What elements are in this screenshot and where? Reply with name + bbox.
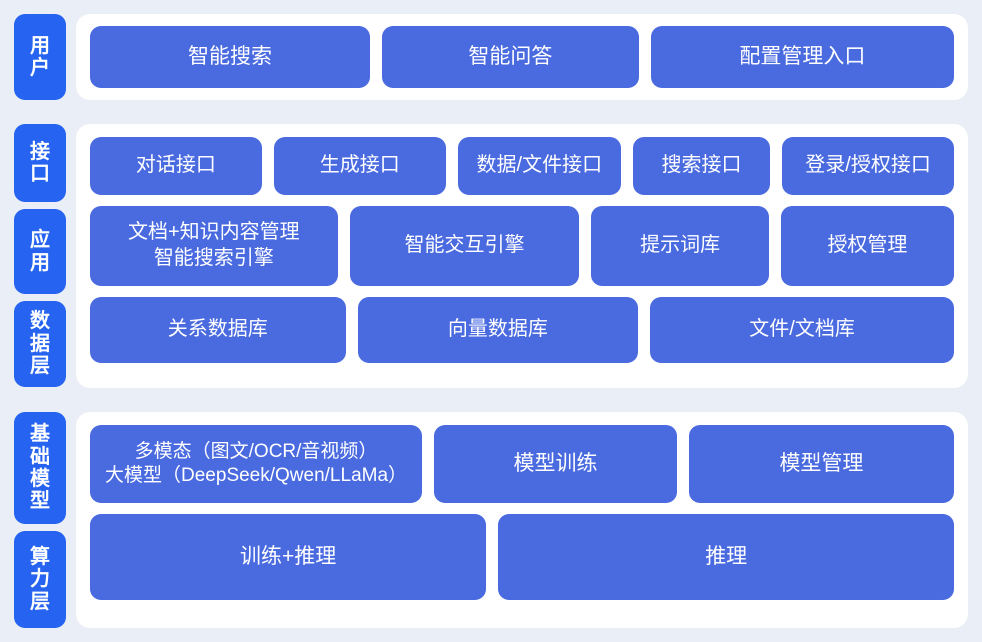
row-user-entries: 智能搜索 智能问答 配置管理入口: [90, 26, 954, 88]
card-document-knowledge-management[interactable]: 文档+知识内容管理 智能搜索引擎: [90, 206, 338, 286]
card-file-document-store[interactable]: 文件/文档库: [650, 297, 954, 363]
card-prompt-library-label: 提示词库: [640, 234, 721, 257]
card-training-plus-inference[interactable]: 训练+推理: [90, 514, 487, 600]
card-multimodal-large-model[interactable]: 多模态（图文/OCR/音视频） 大模型（DeepSeek/Qwen/LLaMa）: [90, 425, 423, 503]
panel-user-layer: 智能搜索 智能问答 配置管理入口: [76, 14, 968, 100]
card-smart-interaction-engine[interactable]: 智能交互引擎: [349, 206, 580, 286]
layer-tab-data[interactable]: 数 据 层: [14, 301, 66, 387]
band-user-layer: 用 户 智能搜索 智能问答 配置管理入口: [14, 14, 968, 100]
layer-tab-user-line1: 用: [30, 34, 50, 57]
card-smart-search[interactable]: 智能搜索: [90, 26, 370, 88]
card-prompt-library[interactable]: 提示词库: [591, 206, 769, 286]
card-login-auth-interface-label: 登录/授权接口: [805, 154, 931, 177]
card-inference[interactable]: 推理: [498, 514, 954, 600]
band-interface-application-data: 接 口 应 用 数 据 层 对话接口 生成接口: [14, 124, 968, 388]
panel-foundation-compute: 多模态（图文/OCR/音视频） 大模型（DeepSeek/Qwen/LLaMa）…: [76, 412, 968, 628]
card-multimodal-large-model-line1: 多模态（图文/OCR/音视频）: [134, 440, 378, 462]
card-smart-interaction-engine-label: 智能交互引擎: [404, 234, 525, 257]
layer-tab-foundation-model-line3: 模: [30, 468, 50, 490]
card-document-knowledge-management-line1: 文档+知识内容管理: [127, 221, 300, 244]
card-generation-interface[interactable]: 生成接口: [273, 137, 446, 195]
card-data-file-interface[interactable]: 数据/文件接口: [457, 137, 621, 195]
layer-tab-foundation-model-line2: 础: [30, 445, 50, 468]
card-generation-interface-label: 生成接口: [319, 154, 400, 177]
layer-tab-foundation-model-line4: 型: [30, 490, 50, 513]
card-vector-database[interactable]: 向量数据库: [357, 297, 639, 363]
layer-tab-application-line1: 应: [30, 229, 50, 252]
card-config-management-entry-label: 配置管理入口: [739, 44, 866, 68]
layer-tab-data-line3: 层: [30, 355, 50, 378]
card-authorization-management[interactable]: 授权管理: [780, 206, 954, 286]
card-dialog-interface-label: 对话接口: [135, 154, 216, 177]
card-authorization-management-label: 授权管理: [827, 234, 908, 257]
layer-tab-foundation-model-line1: 基: [30, 423, 50, 446]
card-model-management[interactable]: 模型管理: [688, 425, 954, 503]
row-compute: 训练+推理 推理: [90, 514, 954, 600]
card-data-file-interface-label: 数据/文件接口: [476, 154, 603, 177]
layer-tab-compute-line1: 算: [30, 545, 50, 568]
layer-tab-application-line2: 用: [30, 251, 50, 274]
layer-tab-data-line1: 数: [30, 310, 50, 333]
layer-tab-user[interactable]: 用 户: [14, 14, 66, 100]
layer-tab-compute-line2: 力: [30, 568, 50, 591]
row-application: 文档+知识内容管理 智能搜索引擎 智能交互引擎 提示词库 授权管理: [90, 206, 954, 286]
rail-user: 用 户: [14, 14, 66, 100]
layer-tab-compute[interactable]: 算 力 层: [14, 531, 66, 628]
layer-tab-interface-line1: 接: [30, 140, 50, 163]
card-inference-label: 推理: [705, 544, 748, 568]
card-dialog-interface[interactable]: 对话接口: [90, 137, 262, 195]
band-foundation-compute: 基 础 模 型 算 力 层 多模态（图文/OCR/音视频） 大模型（DeepSe…: [14, 412, 968, 628]
card-model-management-label: 模型管理: [779, 451, 864, 475]
card-relational-database-label: 关系数据库: [167, 318, 268, 341]
card-vector-database-label: 向量数据库: [447, 318, 548, 341]
row-data: 关系数据库 向量数据库 文件/文档库: [90, 297, 954, 363]
panel-middle-layers: 对话接口 生成接口 数据/文件接口 搜索接口 登录/授权接口 文档+知识内容: [76, 124, 968, 388]
card-model-training[interactable]: 模型训练: [434, 425, 677, 503]
card-relational-database[interactable]: 关系数据库: [90, 297, 346, 363]
layer-tab-interface-line2: 口: [30, 163, 50, 185]
card-smart-qa-label: 智能问答: [468, 44, 553, 68]
layer-tab-foundation-model[interactable]: 基 础 模 型: [14, 412, 66, 524]
card-model-training-label: 模型训练: [513, 451, 598, 475]
layer-tab-interface[interactable]: 接 口: [14, 124, 66, 202]
card-file-document-store-label: 文件/文档库: [749, 318, 855, 341]
card-search-interface-label: 搜索接口: [661, 154, 742, 177]
row-models: 多模态（图文/OCR/音视频） 大模型（DeepSeek/Qwen/LLaMa）…: [90, 425, 954, 503]
card-multimodal-large-model-line2: 大模型（DeepSeek/Qwen/LLaMa）: [105, 465, 408, 486]
card-smart-qa[interactable]: 智能问答: [382, 26, 639, 88]
card-training-plus-inference-label: 训练+推理: [240, 544, 337, 568]
card-search-interface[interactable]: 搜索接口: [632, 137, 771, 195]
layer-tab-user-line2: 户: [30, 57, 50, 79]
rail-bottom: 基 础 模 型 算 力 层: [14, 412, 66, 628]
layer-tab-data-line2: 据: [30, 332, 50, 355]
card-document-knowledge-management-line2: 智能搜索引擎: [153, 247, 274, 269]
layer-tab-application[interactable]: 应 用: [14, 209, 66, 294]
card-login-auth-interface[interactable]: 登录/授权接口: [782, 137, 954, 195]
rail-middle: 接 口 应 用 数 据 层: [14, 124, 66, 388]
card-config-management-entry[interactable]: 配置管理入口: [650, 26, 954, 88]
card-smart-search-label: 智能搜索: [188, 44, 272, 68]
layer-tab-compute-line3: 层: [30, 590, 50, 613]
row-interface: 对话接口 生成接口 数据/文件接口 搜索接口 登录/授权接口: [90, 137, 954, 195]
